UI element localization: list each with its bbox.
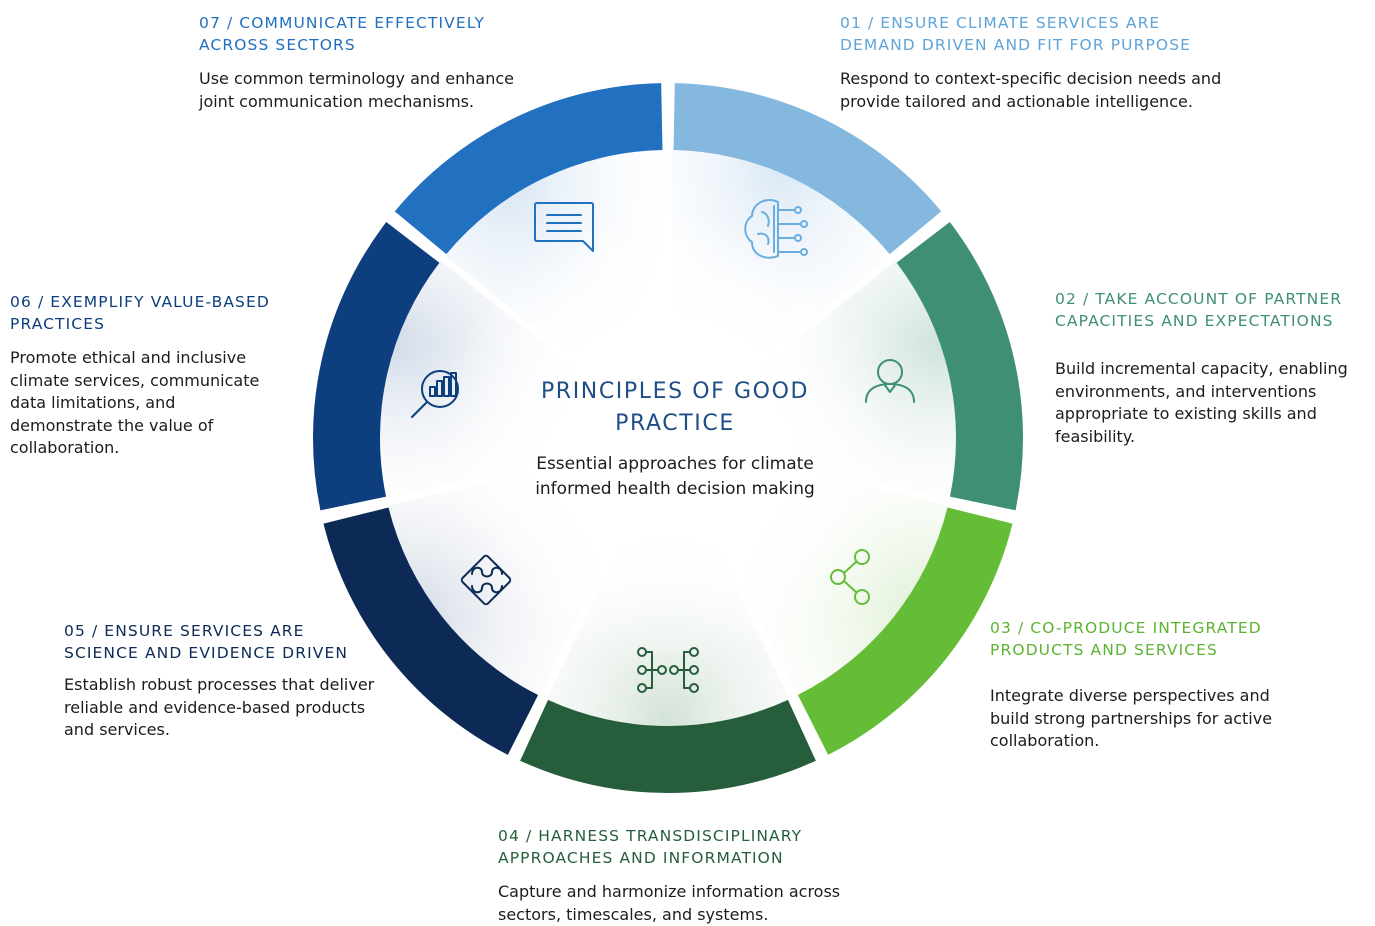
principle-02-block: 02 / TAKE ACCOUNT OF PARTNER CAPACITIES … <box>1055 288 1367 448</box>
principle-06-block: 06 / EXEMPLIFY VALUE-BASED PRACTICES Pro… <box>10 291 300 460</box>
separator-2 <box>665 211 951 441</box>
principle-07-block: 07 / COMMUNICATE EFFECTIVELY ACROSS SECT… <box>199 12 539 113</box>
ring-segment-3 <box>797 507 1013 755</box>
principle-04-description: Capture and harmonize information across… <box>498 882 841 924</box>
ai-brain-icon <box>744 198 808 259</box>
ring-segment-2 <box>896 222 1023 511</box>
separator-7 <box>385 211 671 441</box>
ring-segment-6 <box>312 222 440 511</box>
share-nodes-icon <box>830 549 870 605</box>
separator-5 <box>509 436 672 763</box>
principle-02-description: Build incremental capacity, enabling env… <box>1055 359 1348 446</box>
puzzle-icon <box>460 554 512 606</box>
center-subtitle: Essential approaches for climate informe… <box>535 454 815 499</box>
principle-07-description: Use common terminology and enhance joint… <box>199 69 514 111</box>
chat-bubble-icon <box>534 202 594 252</box>
separator-3 <box>667 434 1019 522</box>
principle-01-title: 01 / ENSURE CLIMATE SERVICES ARE DEMAND … <box>840 14 1192 54</box>
principle-05-title: 05 / ENSURE SERVICES ARE SCIENCE AND EVI… <box>64 622 349 662</box>
ring <box>312 83 1023 793</box>
ring-segment-5 <box>323 507 539 755</box>
principle-06-description: Promote ethical and inclusive climate se… <box>10 348 260 457</box>
ring-segment-7 <box>394 83 663 255</box>
principle-02-title: 02 / TAKE ACCOUNT OF PARTNER CAPACITIES … <box>1055 290 1343 330</box>
separator-4 <box>664 436 827 763</box>
icons <box>411 198 915 693</box>
principle-03-description: Integrate diverse perspectives and build… <box>990 686 1273 750</box>
separators <box>317 79 1019 763</box>
ring-segment-1 <box>673 83 942 255</box>
ring-segment-4 <box>520 699 816 793</box>
principle-06-title: 06 / EXEMPLIFY VALUE-BASED PRACTICES <box>10 293 270 333</box>
principle-05-block: 05 / ENSURE SERVICES ARE SCIENCE AND EVI… <box>64 620 382 742</box>
separator-6 <box>317 434 669 522</box>
principle-04-block: 04 / HARNESS TRANSDISCIPLINARY APPROACHE… <box>498 825 870 926</box>
principle-05-description: Establish robust processes that deliver … <box>64 675 375 739</box>
principle-04-title: 04 / HARNESS TRANSDISCIPLINARY APPROACHE… <box>498 827 803 867</box>
principle-07-title: 07 / COMMUNICATE EFFECTIVELY ACROSS SECT… <box>199 14 486 54</box>
principle-01-block: 01 / ENSURE CLIMATE SERVICES ARE DEMAND … <box>840 12 1240 113</box>
center-title: PRINCIPLES OF GOOD PRACTICE <box>540 379 810 436</box>
chart-search-icon <box>411 370 459 418</box>
principle-03-title: 03 / CO-PRODUCE INTEGRATED PRODUCTS AND … <box>990 619 1262 659</box>
person-icon <box>865 359 915 403</box>
principle-01-description: Respond to context-specific decision nee… <box>840 69 1222 111</box>
network-nodes-icon <box>637 647 699 693</box>
principle-03-block: 03 / CO-PRODUCE INTEGRATED PRODUCTS AND … <box>990 617 1290 753</box>
